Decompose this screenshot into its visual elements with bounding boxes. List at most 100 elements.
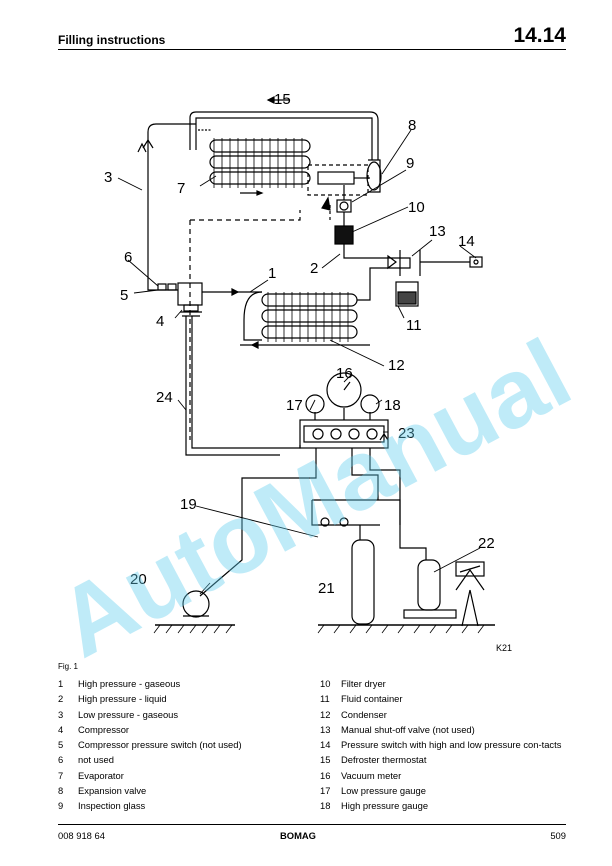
callout-11: 11 [406,317,422,334]
cab-boundary [189,210,301,440]
list-item: 14 Pressure switch with high and low pres… [320,737,568,752]
callout-9: 9 [406,155,414,172]
list-item: 5 Compressor pressure switch (not used) [58,737,308,752]
callout-23: 23 [398,425,415,442]
filter-dryer [334,212,370,259]
legend-text: Condenser [341,708,387,720]
list-item: 10 Filter dryer [320,676,568,691]
inspection-glass [336,185,352,213]
legend-text: High pressure - liquid [78,693,167,705]
brand-name: BOMAG [280,830,316,841]
callout-5: 5 [120,287,128,304]
legend-number: 14 [320,739,331,751]
list-item: 15 Defroster thermostat [320,752,568,767]
low-pressure-line [147,145,178,291]
legend-text: Vacuum meter [341,769,402,781]
list-item: 8 Expansion valve [58,783,308,798]
legend-number: 15 [320,754,331,766]
refrigerant-cylinder [351,525,375,625]
footer-rule [58,824,566,825]
callout-17: 17 [286,397,303,414]
suction-line [185,316,280,456]
legend-text: High pressure gauge [341,800,429,812]
list-item: 18 High pressure gauge [320,798,568,813]
callout-15: 15 [274,91,291,108]
evaporator [209,138,311,196]
list-item: 17 Low pressure gauge [320,783,568,798]
list-item: 7 Evaporator [58,768,308,783]
callout-19: 19 [180,496,197,513]
legend-number: 5 [58,739,64,751]
legend-number: 11 [320,693,330,705]
legend-text: Inspection glass [78,800,146,812]
vacuum-pump [182,590,210,618]
leader-lines [117,129,481,595]
list-item: 16 Vacuum meter [320,768,568,783]
legend-text: Compressor pressure switch (not used) [78,739,242,751]
header-rule [58,49,566,50]
legend-text: Filter dryer [341,678,386,689]
callout-10: 10 [408,199,425,216]
legend-number: 7 [58,769,64,781]
legend-number: 13 [320,723,331,735]
callout-3: 3 [104,169,112,186]
legend-text: Expansion valve [78,785,147,797]
callout-4: 4 [156,313,164,330]
callout-13: 13 [429,223,446,240]
legend-number: 9 [58,800,64,812]
legend-number: 16 [320,769,331,781]
legend-text: Evaporator [78,769,124,781]
legend-number: 12 [320,708,331,720]
image-code: K21 [496,643,512,653]
legend-text: Manual shut-off valve (not used) [341,723,475,735]
condenser [240,291,370,349]
callout-21: 21 [318,580,335,597]
compressor [157,282,203,317]
section-title: Filling instructions [58,33,166,47]
cylinder-on-scale [403,559,485,627]
refrigerant-circuit-diagram: 15 8 9 3 7 10 13 14 6 2 1 5 4 11 12 16 2… [104,91,512,653]
callout-14: 14 [458,233,475,250]
legend-number: 18 [320,800,331,812]
document-number: 008 918 64 [58,830,105,841]
list-item: 12 Condenser [320,707,568,722]
page-number: 509 [550,830,566,841]
hose-to-vacuum-pump [199,448,317,597]
fluid-container [395,281,419,307]
list-item: 2 High pressure - liquid [58,691,308,706]
high-pressure-liquid-line [357,257,411,301]
legend-number: 10 [320,678,331,689]
legend-number: 3 [58,708,64,720]
section-number: 14.14 [513,24,566,47]
expansion-valve [307,159,382,196]
legend-number: 6 [58,754,64,766]
callout-7: 7 [177,180,185,197]
legend-number: 8 [58,785,64,797]
callout-12: 12 [388,357,405,374]
list-item: 11 Fluid container [320,691,568,706]
legend-text: not used [78,754,114,766]
legend-text: Low pressure - gaseous [78,708,179,720]
callout-24: 24 [156,389,173,406]
callout-6: 6 [124,249,132,266]
legend-text: Compressor [78,723,130,735]
callout-1: 1 [268,265,276,282]
legend-right: 10 Filter dryer 11 Fluid container 12 Conde… [320,676,568,814]
shut-off-valve [387,250,483,276]
callout-18: 18 [384,397,401,414]
list-item: 9 Inspection glass [58,798,308,813]
list-item: 3 Low pressure - gaseous [58,707,308,722]
legend-text: Defroster thermostat [341,754,427,766]
legend-number: 2 [58,693,64,705]
legend-text: Pressure switch with high and low pressu… [341,739,562,751]
callout-8: 8 [408,117,416,134]
page-header: Filling instructions 14.14 [58,24,566,52]
gauge-manifold [299,372,389,449]
legend-text: Fluid container [341,693,403,705]
legend-text: High pressure - gaseous [78,678,181,689]
legend-text: Low pressure gauge [341,785,426,797]
legend-number: 17 [320,785,331,797]
